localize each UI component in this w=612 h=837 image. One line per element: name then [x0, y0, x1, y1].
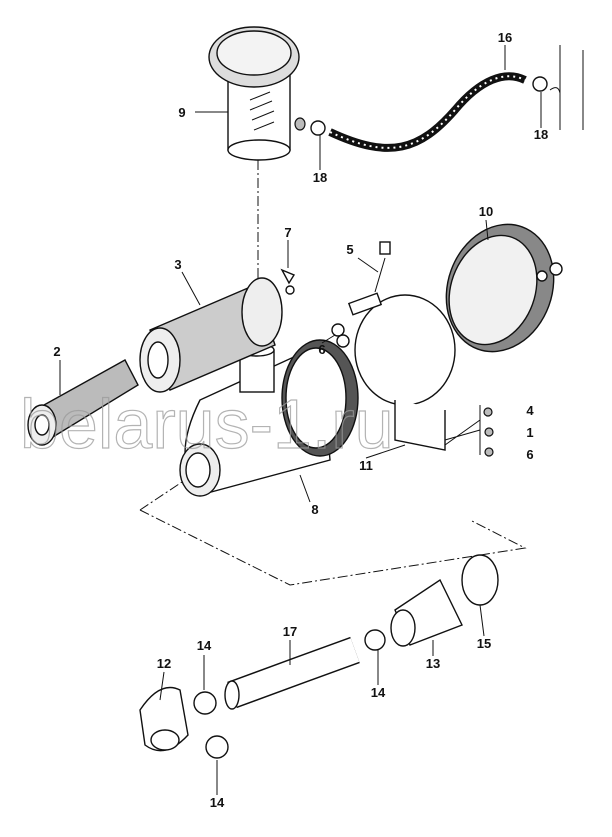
- callout-18: 18: [534, 127, 548, 142]
- clamp: [461, 554, 499, 606]
- callout-16: 16: [498, 30, 512, 45]
- callout-18: 18: [313, 170, 327, 185]
- callout-2: 2: [53, 344, 60, 359]
- callout-17: 17: [283, 624, 297, 639]
- callout-4: 4: [526, 403, 534, 418]
- callout-13: 13: [426, 656, 440, 671]
- callout-15: 15: [477, 636, 491, 651]
- callout-6: 6: [526, 447, 533, 462]
- clamp: [205, 735, 229, 759]
- safety-filter-element: [27, 359, 139, 446]
- callout-5: 5: [346, 242, 353, 257]
- callout-11: 11: [359, 458, 373, 473]
- callout-8: 8: [311, 502, 318, 517]
- callout-7: 7: [284, 225, 291, 240]
- callout-3: 3: [174, 257, 181, 272]
- callout-10: 10: [479, 204, 493, 219]
- main-filter-element: [139, 277, 283, 393]
- watermark: belarus-1.ru: [20, 385, 394, 463]
- mounting-band: [347, 292, 456, 451]
- callout-14: 14: [210, 795, 225, 810]
- hose: [328, 72, 527, 152]
- air-cleaner-body: [179, 339, 359, 497]
- clamp: [364, 629, 386, 651]
- wing-nut: [280, 268, 296, 285]
- precleaner-cap: [208, 26, 306, 161]
- callout-6: 6: [318, 342, 325, 357]
- callout-1: 1: [526, 425, 533, 440]
- bolt: [374, 257, 386, 293]
- callout-14: 14: [371, 685, 386, 700]
- hose-clamp: [532, 76, 548, 92]
- clamp: [193, 691, 217, 715]
- callout-12: 12: [157, 656, 171, 671]
- nut: [331, 323, 345, 337]
- callout-14: 14: [197, 638, 212, 653]
- callout-9: 9: [178, 105, 185, 120]
- assembly-outline: [139, 509, 527, 586]
- air-cleaner-cover: [445, 223, 563, 353]
- hose-clamp: [310, 120, 326, 136]
